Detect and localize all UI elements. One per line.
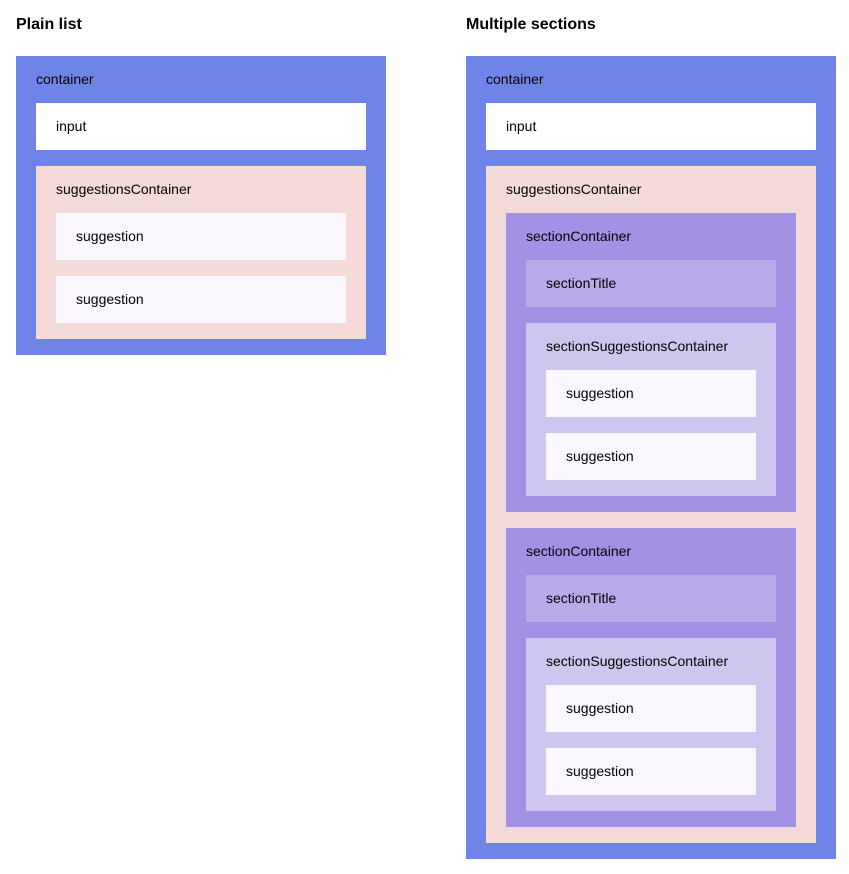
suggestion-box: suggestion [546,370,756,417]
suggestion-box: suggestion [56,276,346,323]
suggestion-box: suggestion [546,685,756,732]
input-label: input [506,118,537,134]
suggestion-label: suggestion [76,291,144,307]
section-suggestions-container-label: sectionSuggestionsContainer [546,338,729,354]
section-title-label: sectionTitle [546,275,617,291]
section-suggestions-container-box: sectionSuggestionsContainer suggestion s… [526,638,776,811]
suggestions-container-box: suggestionsContainer sectionContainer se… [486,166,816,843]
section-container-box: sectionContainer sectionTitle sectionSug… [506,528,796,827]
suggestion-box: suggestion [56,213,346,260]
container-label: container [486,71,544,87]
section-container-label: sectionContainer [526,543,632,559]
section-container-label: sectionContainer [526,228,632,244]
container-label: container [36,71,94,87]
plain-list-panel: Plain list container input suggestionsCo… [16,16,386,355]
section-suggestions-container-box: sectionSuggestionsContainer suggestion s… [526,323,776,496]
suggestion-label: suggestion [566,700,634,716]
multiple-sections-title: Multiple sections [466,16,596,33]
section-title-label: sectionTitle [546,590,617,606]
suggestions-container-box: suggestionsContainer suggestion suggesti… [36,166,366,339]
section-suggestions-container-label: sectionSuggestionsContainer [546,653,729,669]
suggestion-label: suggestion [566,763,634,779]
suggestion-box: suggestion [546,748,756,795]
suggestions-container-label: suggestionsContainer [56,181,192,197]
input-label: input [56,118,87,134]
input-box: input [36,103,366,150]
suggestion-label: suggestion [76,228,144,244]
container-box: container input suggestionsContainer sec… [466,56,836,859]
suggestion-label: suggestion [566,385,634,401]
multiple-sections-panel: Multiple sections container input sugges… [466,16,836,859]
section-container-box: sectionContainer sectionTitle sectionSug… [506,213,796,512]
input-box: input [486,103,816,150]
suggestion-box: suggestion [546,433,756,480]
plain-list-title: Plain list [16,16,82,33]
section-title-box: sectionTitle [526,260,776,307]
suggestion-label: suggestion [566,448,634,464]
container-box: container input suggestionsContainer sug… [16,56,386,355]
section-title-box: sectionTitle [526,575,776,622]
suggestions-container-label: suggestionsContainer [506,181,642,197]
